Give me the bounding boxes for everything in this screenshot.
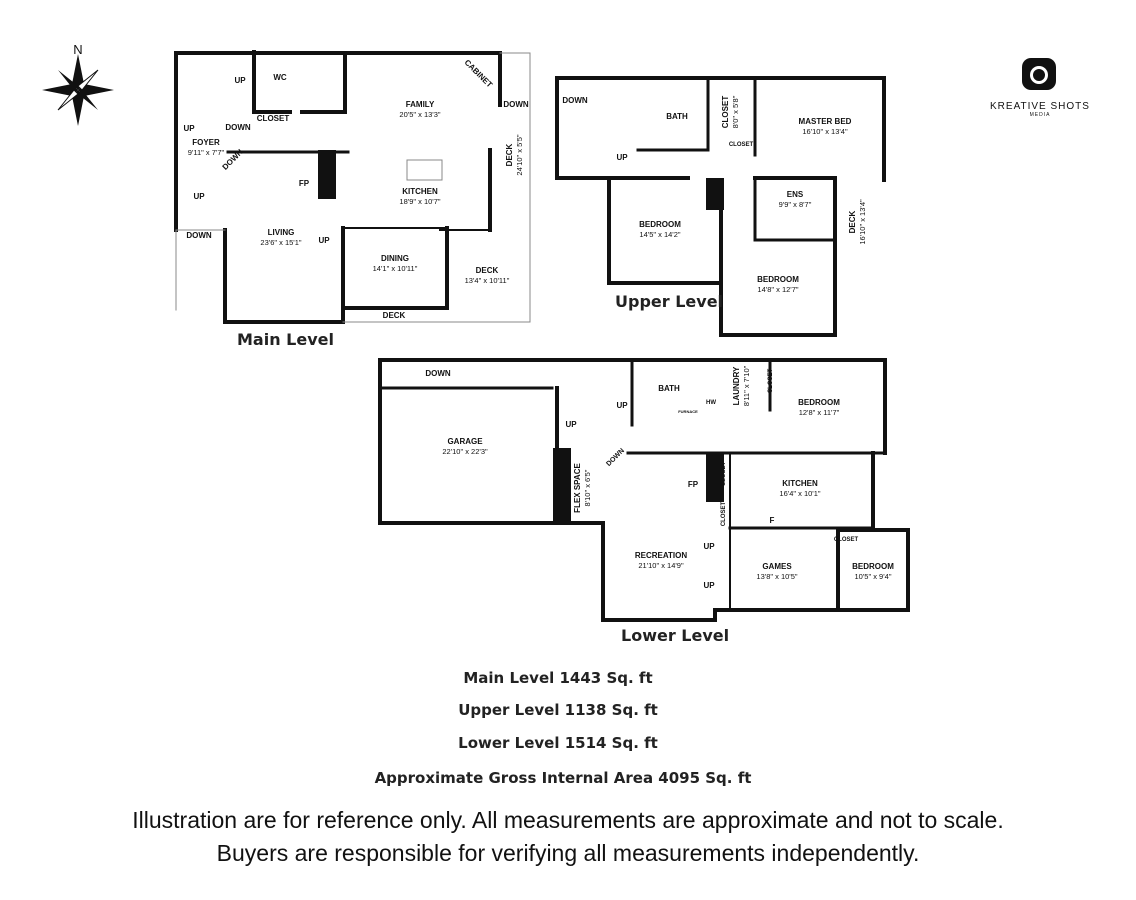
fp-label: FP (687, 480, 699, 489)
main-level-title: Main Level (237, 330, 334, 349)
closet-label: CLOSET (833, 537, 859, 543)
stairs-down-label: DOWN (186, 231, 212, 240)
wc-label: WC (273, 73, 287, 82)
deck-label: DECK (382, 311, 406, 320)
area-upper-level: Upper Level 1138 Sq. ft (458, 701, 658, 719)
stairs-up-label: UP (616, 401, 628, 410)
logo-sub: MEDIA (1029, 112, 1051, 118)
compass-icon (42, 54, 114, 126)
stairs-down-label: DOWN (225, 123, 251, 132)
brand-logo: KREATIVE SHOTS MEDIA (985, 97, 1095, 118)
stairs-up-label: UP (318, 236, 330, 245)
upper-level-walls (555, 76, 886, 337)
closet-label: CLOSET (721, 501, 727, 527)
stairs-up-label: UP (616, 153, 628, 162)
upper-level-title: Upper Level (615, 292, 724, 311)
f-label: F (769, 516, 775, 525)
hw-label: HW (706, 400, 716, 406)
disclaimer-line-2: Buyers are responsible for verifying all… (216, 840, 920, 866)
logo-name: KREATIVE SHOTS (990, 101, 1090, 112)
north-label: N (73, 42, 83, 57)
closet-label: CLOSET (721, 461, 727, 487)
stairs-up-label: UP (234, 76, 246, 85)
stairs-up-label: UP (183, 124, 195, 133)
lower-level-walls (378, 358, 910, 622)
stairs-down-label: DOWN (425, 369, 451, 378)
disclaimer-line-1: Illustration are for reference only. All… (132, 807, 1004, 833)
main-level-deck-outline (175, 52, 531, 323)
stairs-up-label: UP (193, 192, 205, 201)
area-gross-internal: Approximate Gross Internal Area 4095 Sq.… (374, 769, 752, 787)
stairs-up-label: UP (565, 420, 577, 429)
bath-label: BATH (666, 112, 688, 121)
furnace-label: FURNACE (678, 409, 698, 414)
closet-label: CLOSET (768, 368, 774, 394)
fp-label: FP (298, 179, 310, 188)
camera-logo-icon (1022, 58, 1056, 90)
closet-label: CLOSET (256, 114, 290, 123)
area-main-level: Main Level 1443 Sq. ft (463, 669, 653, 687)
stairs-up-label: UP (703, 542, 715, 551)
main-level-walls (174, 50, 502, 324)
stairs-down-label: DOWN (562, 96, 588, 105)
lower-level-title: Lower Level (621, 626, 730, 645)
stairs-down-label: DOWN (503, 100, 529, 109)
bath-label: BATH (658, 384, 680, 393)
stairs-up-label: UP (703, 581, 715, 590)
area-lower-level: Lower Level 1514 Sq. ft (458, 734, 658, 752)
closet-label: CLOSET (728, 142, 754, 148)
